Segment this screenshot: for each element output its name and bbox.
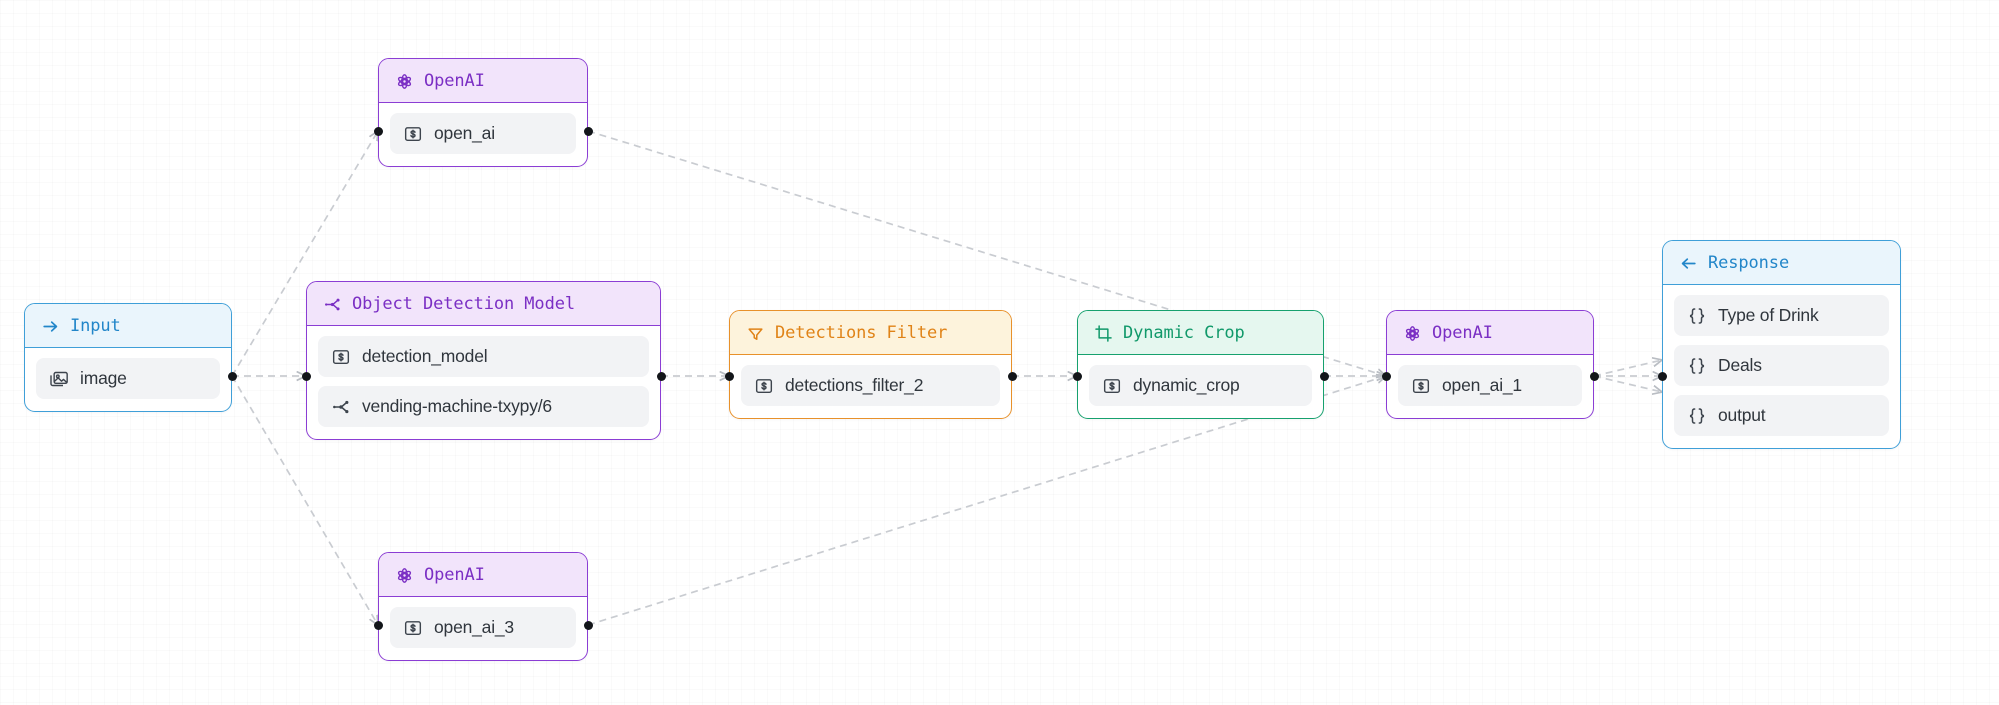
port-input-out[interactable] (227, 371, 237, 381)
port-openai-top-in[interactable] (373, 126, 383, 136)
dynamic-crop-node-body: dynamic_crop (1078, 355, 1323, 418)
port-openai-bottom-out[interactable] (583, 620, 593, 630)
field-model-version[interactable]: vending-machine-txypy/6 (318, 386, 649, 427)
dollar-box-icon (754, 376, 774, 396)
openai-top-node-body: open_ai (379, 103, 587, 166)
dollar-box-icon (403, 124, 423, 144)
port-detections-filter-out[interactable] (1007, 371, 1017, 381)
field-open-ai-1[interactable]: open_ai_1 (1398, 365, 1582, 406)
dynamic-crop-node[interactable]: Dynamic Crop dynamic_crop (1077, 310, 1324, 419)
field-type-of-drink[interactable]: Type of Drink (1674, 295, 1889, 336)
response-node-title: Response (1708, 253, 1790, 273)
port-detections-filter-in[interactable] (724, 371, 734, 381)
openai-atom-icon (1403, 324, 1422, 343)
openai-mid-node-header[interactable]: OpenAI (1387, 311, 1593, 355)
object-detection-model-node-title: Object Detection Model (352, 294, 575, 314)
edge-openai-mid-to-response-2[interactable] (1593, 360, 1662, 377)
dollar-box-icon (403, 618, 423, 638)
field-output[interactable]: output (1674, 395, 1889, 436)
openai-bottom-node-header[interactable]: OpenAI (379, 553, 587, 597)
port-response-in[interactable] (1657, 371, 1667, 381)
field-detection-model-label: detection_model (362, 346, 488, 366)
detections-filter-node-header[interactable]: Detections Filter (730, 311, 1011, 355)
image-icon (49, 369, 69, 389)
field-open-ai-3[interactable]: open_ai_3 (390, 607, 576, 648)
detections-filter-node-title: Detections Filter (775, 323, 948, 343)
model-graph-icon (323, 295, 342, 314)
field-model-version-label: vending-machine-txypy/6 (362, 396, 552, 416)
edge-openai-mid-to-response-3[interactable] (1593, 375, 1662, 392)
object-detection-model-node-body: detection_model vending-machine-txypy/6 (307, 326, 660, 439)
openai-top-node-title: OpenAI (424, 71, 485, 91)
openai-bottom-node-title: OpenAI (424, 565, 485, 585)
input-node-header[interactable]: Input (25, 304, 231, 348)
openai-top-node[interactable]: OpenAI open_ai (378, 58, 588, 167)
field-dynamic-crop[interactable]: dynamic_crop (1089, 365, 1312, 406)
port-dynamic-crop-in[interactable] (1072, 371, 1082, 381)
port-openai-bottom-in[interactable] (373, 620, 383, 630)
dollar-box-icon (1411, 376, 1431, 396)
field-open-ai-label: open_ai (434, 123, 495, 143)
openai-atom-icon (395, 566, 414, 585)
field-open-ai[interactable]: open_ai (390, 113, 576, 154)
openai-mid-node-body: open_ai_1 (1387, 355, 1593, 418)
dollar-box-icon (331, 347, 351, 367)
input-node-body: image (25, 348, 231, 411)
object-detection-model-node-header[interactable]: Object Detection Model (307, 282, 660, 326)
detections-filter-node[interactable]: Detections Filter detections_filter_2 (729, 310, 1012, 419)
field-open-ai-3-label: open_ai_3 (434, 617, 514, 637)
field-type-of-drink-label: Type of Drink (1718, 305, 1819, 325)
dollar-box-icon (1102, 376, 1122, 396)
input-node-title: Input (70, 316, 121, 336)
port-object-detection-in[interactable] (301, 371, 311, 381)
model-graph-icon (331, 397, 351, 417)
field-output-label: output (1718, 405, 1766, 425)
response-node-header[interactable]: Response (1663, 241, 1900, 285)
field-open-ai-1-label: open_ai_1 (1442, 375, 1522, 395)
openai-top-node-header[interactable]: OpenAI (379, 59, 587, 103)
port-dynamic-crop-out[interactable] (1319, 371, 1329, 381)
filter-funnel-icon (746, 324, 765, 343)
openai-bottom-node[interactable]: OpenAI open_ai_3 (378, 552, 588, 661)
arrow-right-icon (41, 317, 60, 336)
field-image-label: image (80, 368, 127, 388)
port-openai-mid-in[interactable] (1381, 371, 1391, 381)
field-detections-filter-2[interactable]: detections_filter_2 (741, 365, 1000, 406)
detections-filter-node-body: detections_filter_2 (730, 355, 1011, 418)
braces-icon (1687, 356, 1707, 376)
field-deals[interactable]: Deals (1674, 345, 1889, 386)
arrow-left-icon (1679, 254, 1698, 273)
field-detection-model[interactable]: detection_model (318, 336, 649, 377)
field-dynamic-crop-label: dynamic_crop (1133, 375, 1240, 395)
field-deals-label: Deals (1718, 355, 1762, 375)
openai-bottom-node-body: open_ai_3 (379, 597, 587, 660)
field-detections-filter-2-label: detections_filter_2 (785, 375, 924, 395)
input-node[interactable]: Input image (24, 303, 232, 412)
port-openai-top-out[interactable] (583, 126, 593, 136)
dynamic-crop-node-header[interactable]: Dynamic Crop (1078, 311, 1323, 355)
dynamic-crop-node-title: Dynamic Crop (1123, 323, 1245, 343)
port-openai-mid-out[interactable] (1589, 371, 1599, 381)
openai-atom-icon (395, 72, 414, 91)
field-image[interactable]: image (36, 358, 220, 399)
braces-icon (1687, 406, 1707, 426)
braces-icon (1687, 306, 1707, 326)
openai-mid-node[interactable]: OpenAI open_ai_1 (1386, 310, 1594, 419)
openai-mid-node-title: OpenAI (1432, 323, 1493, 343)
crop-icon (1094, 324, 1113, 343)
port-object-detection-out[interactable] (656, 371, 666, 381)
